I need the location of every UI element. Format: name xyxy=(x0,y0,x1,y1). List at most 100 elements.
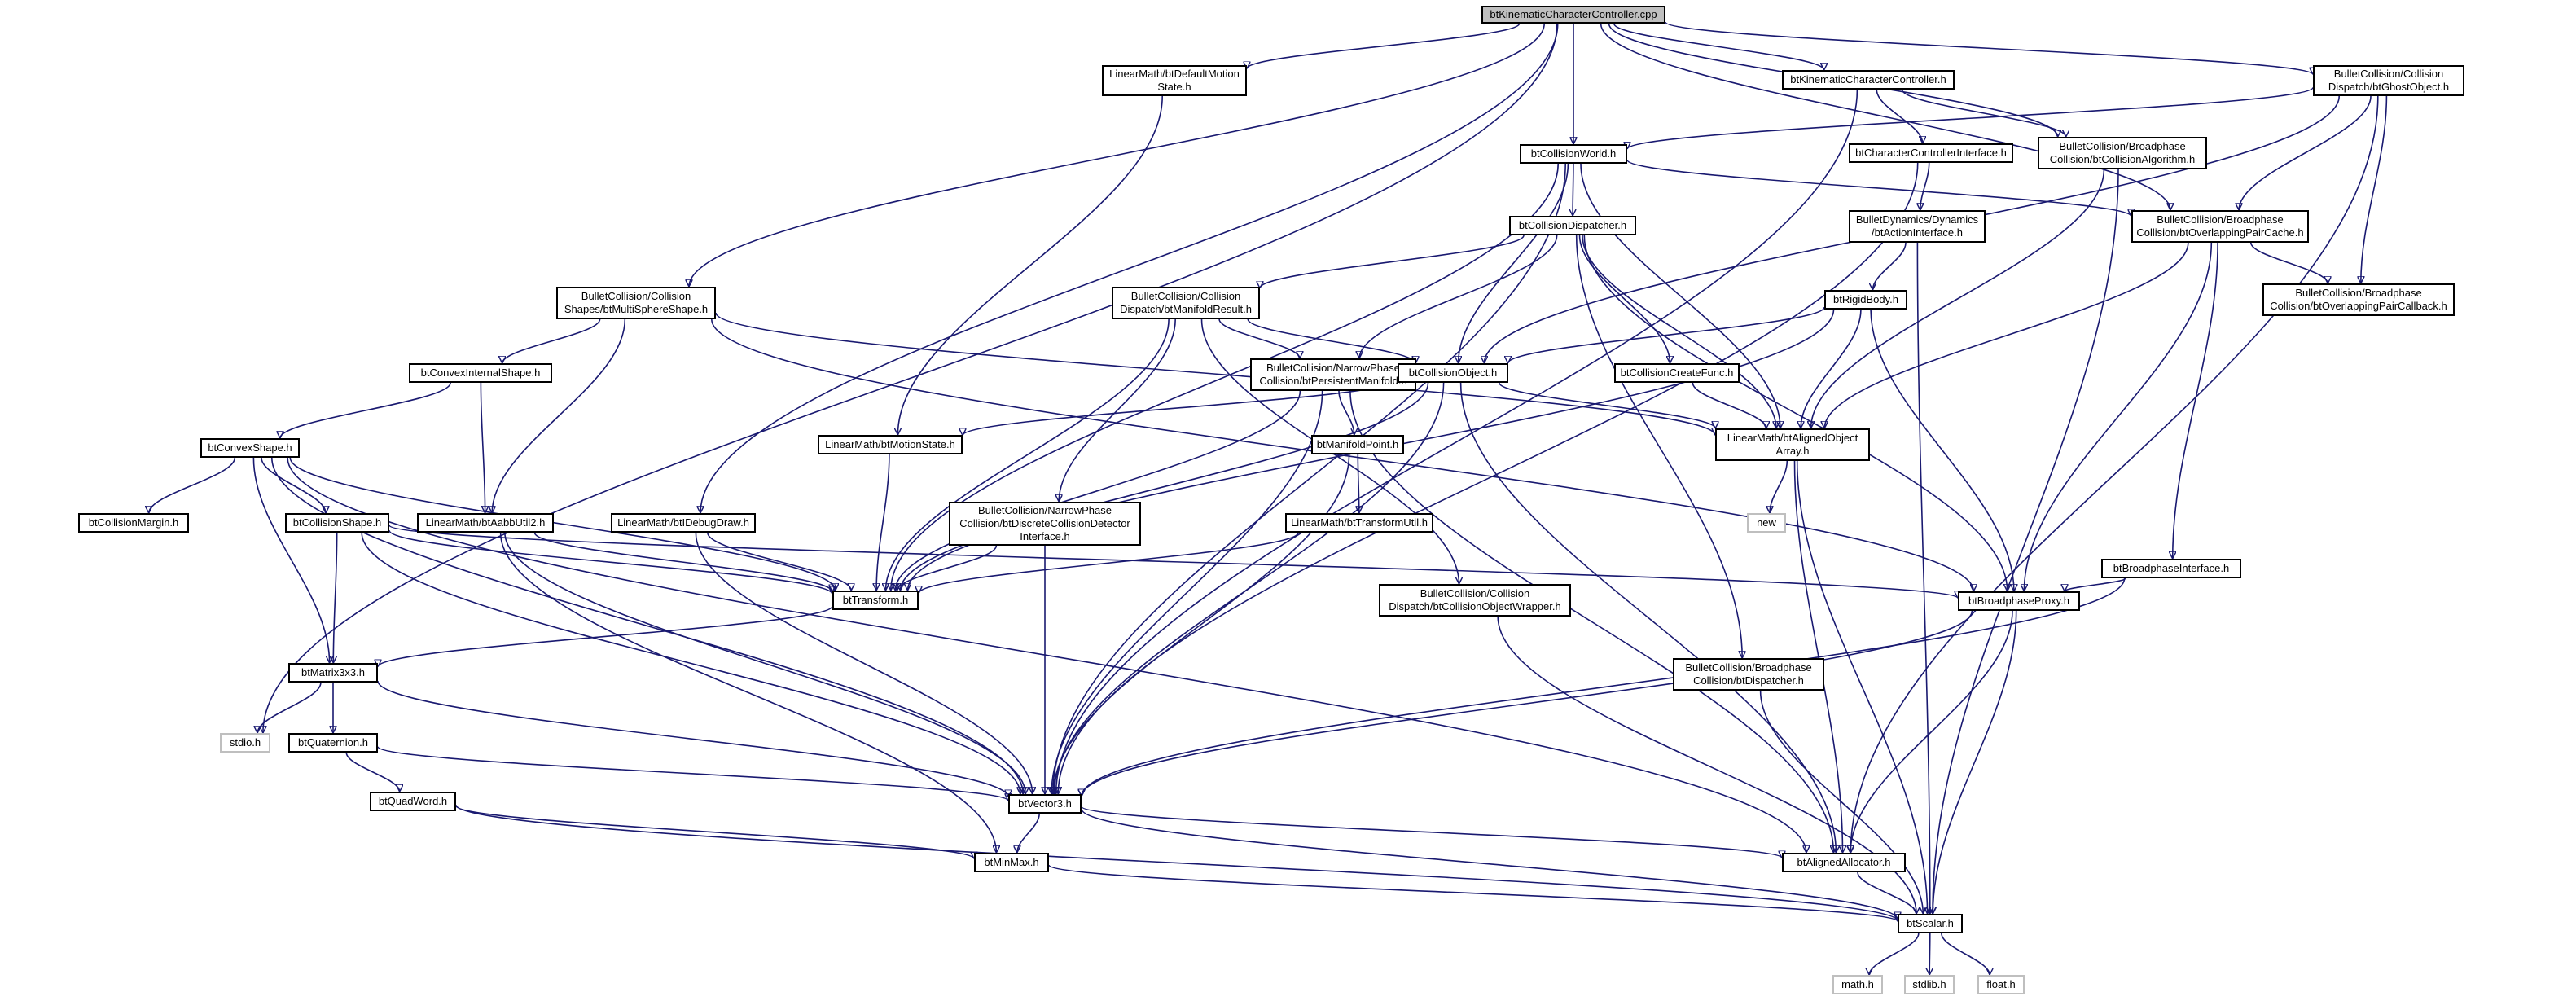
node-btaabbutil2-h[interactable]: LinearMath/btAabbUtil2.h xyxy=(417,513,554,533)
edge-scalar-to-float_h xyxy=(1941,933,1990,976)
edge-collision_object-to-aligned_allocator xyxy=(1459,382,1837,853)
node-btdispatcher-h[interactable]: BulletCollision/Broadphase Collision/btD… xyxy=(1673,658,1824,691)
edge-collision_algorithm-to-scalar xyxy=(1933,169,2119,914)
edge-kcc_cpp-to-multisphere xyxy=(689,23,1545,287)
edge-kcc_cpp-to-ghost_object xyxy=(1665,21,2313,76)
edge-collision_algorithm-to-aligned_object_array xyxy=(1811,169,2105,428)
edge-motion_state-to-transform xyxy=(876,454,890,591)
edge-broadphase_iface-to-vector3 xyxy=(1082,577,2126,797)
edge-convex_shape-to-matrix3x3 xyxy=(252,457,329,663)
node-btalignedallocator-h[interactable]: btAlignedAllocator.h xyxy=(1782,853,1906,872)
edge-persistent_manifold-to-vector3 xyxy=(1051,390,1323,794)
node-btcollisiondispatcher-h[interactable]: btCollisionDispatcher.h xyxy=(1509,216,1636,235)
node-btghostobject-h[interactable]: BulletCollision/Collision Dispatch/btGho… xyxy=(2313,65,2464,96)
edge-persistent_manifold-to-manifold_point xyxy=(1338,390,1354,436)
node-btkinematiccharactercontroller-h[interactable]: btKinematicCharacterController.h xyxy=(1782,70,1955,90)
edge-kcc_cpp-to-idebug_draw xyxy=(700,23,1559,513)
edge-collision_dispatcher-to-aligned_object_array xyxy=(1582,235,1776,428)
node-bttransform-h[interactable]: btTransform.h xyxy=(832,591,919,610)
edge-kcc_cpp-to-kcc_h xyxy=(1613,23,1824,71)
edge-multisphere-to-aabb_util xyxy=(492,318,626,513)
edge-collision_world-to-aligned_object_array xyxy=(1580,163,1780,428)
node-btmultisphereshape-h[interactable]: BulletCollision/Collision Shapes/btMulti… xyxy=(556,287,716,319)
node-btbroadphaseproxy-h[interactable]: btBroadphaseProxy.h xyxy=(1958,591,2080,611)
edge-matrix3x3-to-vector3 xyxy=(377,680,1008,797)
node-btquadword-h[interactable]: btQuadWord.h xyxy=(370,792,456,811)
node-btmatrix3x3-h[interactable]: btMatrix3x3.h xyxy=(288,663,378,683)
node-btidebugdraw-h[interactable]: LinearMath/btIDebugDraw.h xyxy=(611,513,756,533)
edge-quaternion-to-quadword xyxy=(345,752,399,792)
edge-convex_shape-to-vector3 xyxy=(271,457,1023,794)
edge-kcc_h-to-collision_algorithm xyxy=(1901,89,2066,138)
node-btmanifoldresult-h[interactable]: BulletCollision/Collision Dispatch/btMan… xyxy=(1112,287,1260,319)
node-btcollisionobjectwrapper-h[interactable]: BulletCollision/Collision Dispatch/btCol… xyxy=(1379,584,1571,617)
edge-rigid_body-to-collision_object xyxy=(1508,306,1825,364)
edge-aabb_util-to-minmax xyxy=(499,532,997,853)
edge-collision_shape-to-vector3 xyxy=(361,532,1020,794)
edge-manifold_result-to-persistent_manifold xyxy=(1218,318,1300,359)
node-btcollisionmargin-h[interactable]: btCollisionMargin.h xyxy=(78,513,189,533)
node-btalignedobjectarray-h[interactable]: LinearMath/btAlignedObject Array.h xyxy=(1715,428,1870,461)
edge-collision_create_func-to-aligned_object_array xyxy=(1692,382,1766,429)
node-btminmax-h[interactable]: btMinMax.h xyxy=(974,853,1049,872)
edge-kcc_cpp-to-stdio xyxy=(263,23,1558,733)
node-btpersistentmanifold-h[interactable]: BulletCollision/NarrowPhase Collision/bt… xyxy=(1250,358,1416,391)
node-btcollisionobject-h[interactable]: btCollisionObject.h xyxy=(1398,363,1508,383)
node-btdiscretecollisiondetectorinterface-h[interactable]: BulletCollision/NarrowPhase Collision/bt… xyxy=(949,502,1141,546)
edge-collision_dispatcher-to-collision_create_func xyxy=(1578,235,1670,363)
node-float-h: float.h xyxy=(1977,975,2025,994)
node-linearmath-btdefaultmotionstate-h[interactable]: LinearMath/btDefaultMotion State.h xyxy=(1102,65,1247,96)
edge-action_interface-to-rigid_body xyxy=(1872,242,1907,291)
edge-convex_shape-to-collision_shape xyxy=(261,457,326,514)
node-btmanifoldpoint-h[interactable]: btManifoldPoint.h xyxy=(1311,435,1404,454)
edge-manifold_point-to-vector3 xyxy=(1053,454,1350,794)
node-btoverlappingpaircache-h[interactable]: BulletCollision/Broadphase Collision/btO… xyxy=(2131,210,2309,243)
edge-manifold_point-to-transform_util xyxy=(1358,454,1359,513)
node-btbroadphaseinterface-h[interactable]: btBroadphaseInterface.h xyxy=(2101,559,2241,578)
edge-ghost_object-to-collision_world xyxy=(1627,86,2314,150)
edge-aligned_object_array-to-new_h xyxy=(1770,460,1788,514)
edge-dispatcher-to-scalar xyxy=(1759,690,1924,914)
edge-aabb_util-to-transform xyxy=(533,532,833,592)
edge-collision_world-to-overlapping_pair_cache xyxy=(1626,159,2131,217)
edge-collision_object-to-transform xyxy=(901,382,1429,591)
node-btscalar-h[interactable]: btScalar.h xyxy=(1898,914,1963,933)
edge-vector3-to-aligned_allocator xyxy=(1081,806,1782,859)
node-btcollisionworld-h[interactable]: btCollisionWorld.h xyxy=(1520,144,1627,164)
node-btmotionstate-h[interactable]: LinearMath/btMotionState.h xyxy=(818,435,963,454)
node-btcharactercontrollerinterface-h[interactable]: btCharacterControllerInterface.h xyxy=(1849,143,2013,163)
edge-idebug_draw-to-transform xyxy=(707,532,851,591)
node-btcollisionalgorithm-h[interactable]: BulletCollision/Broadphase Collision/btC… xyxy=(2038,137,2207,169)
edge-scalar-to-math_h xyxy=(1869,933,1920,976)
edge-collision_shape-to-broadphase_proxy xyxy=(388,525,1958,599)
edge-aligned_allocator-to-scalar xyxy=(1857,871,1916,915)
node-btcollisionshape-h[interactable]: btCollisionShape.h xyxy=(285,513,389,533)
edge-kcc_cpp-to-overlapping_pair_cache xyxy=(1600,23,2170,210)
edge-kcc_cpp-to-default_motion_state xyxy=(1247,23,1521,70)
edge-transform-to-matrix3x3 xyxy=(378,605,833,668)
edge-collision_object-to-aligned_object_array xyxy=(1499,382,1715,429)
edge-collision_dispatcher-to-dispatcher xyxy=(1575,235,1743,658)
node-btconvexinternalshape-h[interactable]: btConvexInternalShape.h xyxy=(409,363,552,383)
edge-char_ctrl_iface-to-action_interface xyxy=(1920,162,1930,210)
edge-multisphere-to-convex_internal xyxy=(502,318,601,364)
edge-vector3-to-minmax xyxy=(1017,813,1040,854)
edge-manifold_result-to-collision_object xyxy=(1247,318,1415,364)
edge-overlapping_pair_cache-to-overlapping_pair_callback xyxy=(2250,242,2328,284)
node-btoverlappingpaircallback-h[interactable]: BulletCollision/Broadphase Collision/btO… xyxy=(2262,283,2455,316)
edge-convex_internal-to-convex_shape xyxy=(280,382,451,439)
node-btrigidbody-h[interactable]: btRigidBody.h xyxy=(1824,290,1907,310)
node-btquaternion-h[interactable]: btQuaternion.h xyxy=(288,733,378,753)
node-btcollisioncreatefunc-h[interactable]: btCollisionCreateFunc.h xyxy=(1614,363,1740,383)
node-btvector3-h[interactable]: btVector3.h xyxy=(1008,794,1082,814)
edge-matrix3x3-to-stdio xyxy=(257,682,322,734)
edge-persistent_manifold-to-transform xyxy=(895,390,1301,591)
edge-manifold_result-to-transform xyxy=(886,318,1170,591)
edge-aligned_object_array-to-scalar xyxy=(1796,460,1928,914)
node-btactioninterface-h[interactable]: BulletDynamics/Dynamics /btActionInterfa… xyxy=(1849,210,1986,243)
edge-minmax-to-scalar xyxy=(1048,864,1898,923)
node-bttransformutil-h[interactable]: LinearMath/btTransformUtil.h xyxy=(1285,513,1433,533)
node-btconvexshape-h[interactable]: btConvexShape.h xyxy=(200,438,300,458)
edge-action_interface-to-scalar xyxy=(1916,242,1929,914)
